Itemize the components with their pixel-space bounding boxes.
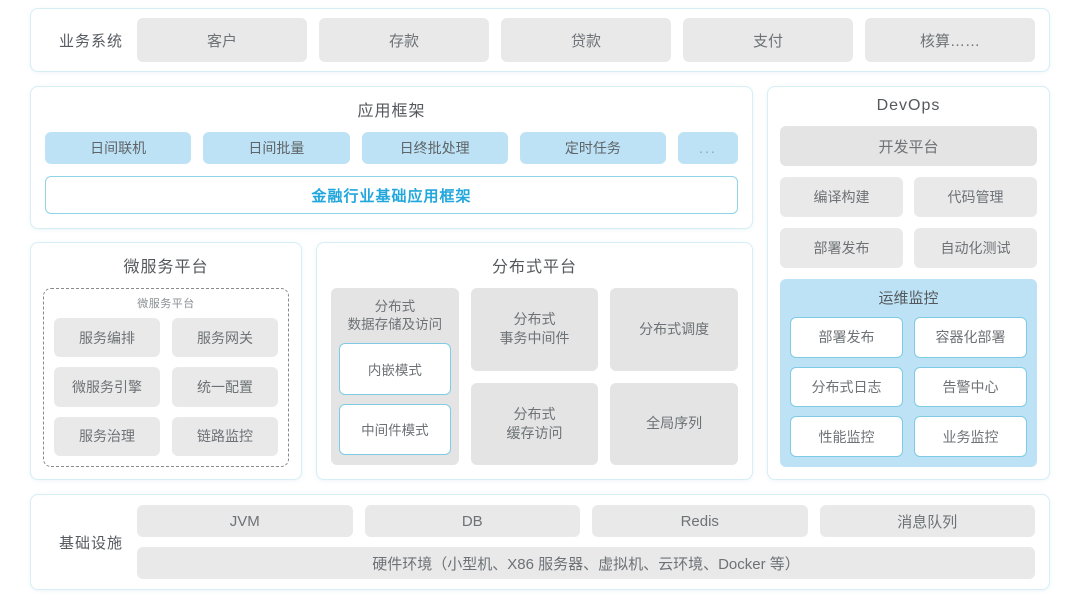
distributed-platform-title: 分布式平台 bbox=[491, 259, 577, 276]
monitoring-item[interactable]: 分布式日志 bbox=[790, 366, 903, 408]
microservice-item[interactable]: 微服务引擎 bbox=[54, 367, 160, 407]
app-framework-item[interactable]: 定时任务 bbox=[519, 132, 666, 164]
devops-column: DevOps 开发平台 编译构建 代码管理 部署发布 自动化测试 运维监控 部署… bbox=[767, 86, 1050, 480]
infrastructure-item[interactable]: JVM bbox=[137, 505, 353, 537]
app-framework-item[interactable]: 日间联机 bbox=[45, 132, 192, 164]
business-system-item[interactable]: 贷款 bbox=[501, 18, 671, 62]
microservice-item[interactable]: 服务网关 bbox=[172, 318, 278, 358]
business-system-item[interactable]: 客户 bbox=[137, 18, 307, 62]
devops-pair-row: 编译构建 代码管理 bbox=[780, 177, 1037, 217]
devops-item[interactable]: 部署发布 bbox=[780, 228, 903, 268]
monitoring-item[interactable]: 告警中心 bbox=[914, 366, 1027, 408]
infrastructure-item[interactable]: Redis bbox=[592, 505, 808, 537]
middle-region: 应用框架 日间联机 日间批量 日终批处理 定时任务 ... 金融行业基础应用框架… bbox=[30, 86, 1050, 480]
distributed-storage-mode[interactable]: 内嵌模式 bbox=[339, 343, 451, 395]
microservice-item[interactable]: 链路监控 bbox=[172, 416, 278, 456]
microservice-item[interactable]: 服务治理 bbox=[54, 416, 160, 456]
distributed-storage-column: 分布式 数据存储及访问 内嵌模式 中间件模式 bbox=[331, 288, 459, 465]
microservice-platform-title: 微服务平台 bbox=[123, 259, 209, 276]
microservice-inner-dashed-box: 微服务平台 服务编排 服务网关 微服务引擎 统一配置 服务治理 链路监控 bbox=[43, 288, 289, 467]
monitoring-item[interactable]: 性能监控 bbox=[790, 416, 903, 457]
devops-title: DevOps bbox=[876, 97, 941, 114]
business-systems-label: 业务系统 bbox=[58, 32, 123, 50]
application-framework-title: 应用框架 bbox=[357, 103, 426, 120]
infrastructure-items: JVM DB Redis 消息队列 bbox=[137, 505, 1035, 537]
operation-monitoring-box: 运维监控 部署发布 容器化部署 分布式日志 告警中心 性能监控 业务监控 bbox=[780, 279, 1037, 467]
app-framework-item[interactable]: 日终批处理 bbox=[361, 132, 508, 164]
distributed-card[interactable]: 分布式调度 bbox=[610, 288, 739, 371]
hardware-environment-bar[interactable]: 硬件环境（小型机、X86 服务器、虚拟机、云环境、Docker 等） bbox=[137, 547, 1035, 579]
devops-pair-row: 部署发布 自动化测试 bbox=[780, 228, 1037, 268]
distributed-platform-panel: 分布式平台 分布式 数据存储及访问 内嵌模式 中间件模式 分布式 事务中间件 分… bbox=[316, 242, 753, 480]
devops-item[interactable]: 代码管理 bbox=[914, 177, 1037, 217]
devops-item[interactable]: 自动化测试 bbox=[914, 228, 1037, 268]
microservice-platform-panel: 微服务平台 微服务平台 服务编排 服务网关 微服务引擎 统一配置 服务治理 链路… bbox=[30, 242, 302, 480]
distributed-card[interactable]: 分布式 事务中间件 bbox=[470, 288, 599, 371]
microservice-grid: 服务编排 服务网关 微服务引擎 统一配置 服务治理 链路监控 bbox=[54, 318, 278, 456]
infrastructure-panel: 基础设施 JVM DB Redis 消息队列 硬件环境（小型机、X86 服务器、… bbox=[30, 494, 1050, 590]
distributed-storage-title: 分布式 数据存储及访问 bbox=[347, 299, 443, 333]
monitoring-item[interactable]: 业务监控 bbox=[914, 416, 1027, 457]
devops-platform-card[interactable]: 开发平台 bbox=[780, 126, 1037, 166]
distributed-storage-card[interactable]: 分布式 数据存储及访问 内嵌模式 中间件模式 bbox=[331, 288, 459, 465]
platform-column: 应用框架 日间联机 日间批量 日终批处理 定时任务 ... 金融行业基础应用框架… bbox=[30, 86, 753, 480]
lower-platforms: 微服务平台 微服务平台 服务编排 服务网关 微服务引擎 统一配置 服务治理 链路… bbox=[30, 242, 753, 480]
infrastructure-item[interactable]: 消息队列 bbox=[819, 505, 1035, 537]
infrastructure-stack: JVM DB Redis 消息队列 硬件环境（小型机、X86 服务器、虚拟机、云… bbox=[137, 505, 1035, 579]
distributed-column-right: 分布式调度 全局序列 bbox=[610, 288, 739, 465]
business-system-item[interactable]: 核算…… bbox=[865, 18, 1035, 62]
distributed-storage-mode[interactable]: 中间件模式 bbox=[339, 403, 451, 455]
distributed-card[interactable]: 全局序列 bbox=[610, 382, 739, 465]
operation-monitoring-title: 运维监控 bbox=[878, 290, 939, 307]
financial-base-framework-banner: 金融行业基础应用框架 bbox=[45, 176, 738, 214]
business-system-item[interactable]: 支付 bbox=[683, 18, 853, 62]
distributed-column-middle: 分布式 事务中间件 分布式 缓存访问 bbox=[470, 288, 599, 465]
distributed-body: 分布式 数据存储及访问 内嵌模式 中间件模式 分布式 事务中间件 分布式 缓存访… bbox=[331, 288, 739, 465]
infrastructure-label: 基础设施 bbox=[58, 534, 123, 552]
infrastructure-item[interactable]: DB bbox=[364, 505, 580, 537]
business-system-item[interactable]: 存款 bbox=[319, 18, 489, 62]
microservice-item[interactable]: 服务编排 bbox=[54, 318, 160, 358]
business-systems-panel: 业务系统 客户 存款 贷款 支付 核算…… bbox=[30, 8, 1050, 72]
devops-panel: DevOps 开发平台 编译构建 代码管理 部署发布 自动化测试 运维监控 部署… bbox=[767, 86, 1050, 480]
business-systems-chips: 客户 存款 贷款 支付 核算…… bbox=[137, 18, 1035, 62]
microservice-item[interactable]: 统一配置 bbox=[172, 367, 278, 407]
microservice-inner-label: 微服务平台 bbox=[137, 298, 195, 310]
monitoring-item[interactable]: 容器化部署 bbox=[914, 317, 1027, 358]
devops-item[interactable]: 编译构建 bbox=[780, 177, 903, 217]
application-framework-chips: 日间联机 日间批量 日终批处理 定时任务 ... bbox=[45, 132, 738, 164]
distributed-card[interactable]: 分布式 缓存访问 bbox=[470, 382, 599, 465]
application-framework-panel: 应用框架 日间联机 日间批量 日终批处理 定时任务 ... 金融行业基础应用框架 bbox=[30, 86, 753, 229]
monitoring-item[interactable]: 部署发布 bbox=[790, 317, 903, 358]
app-framework-more-item[interactable]: ... bbox=[678, 132, 738, 164]
app-framework-item[interactable]: 日间批量 bbox=[203, 132, 350, 164]
operation-monitoring-grid: 部署发布 容器化部署 分布式日志 告警中心 性能监控 业务监控 bbox=[790, 317, 1027, 457]
